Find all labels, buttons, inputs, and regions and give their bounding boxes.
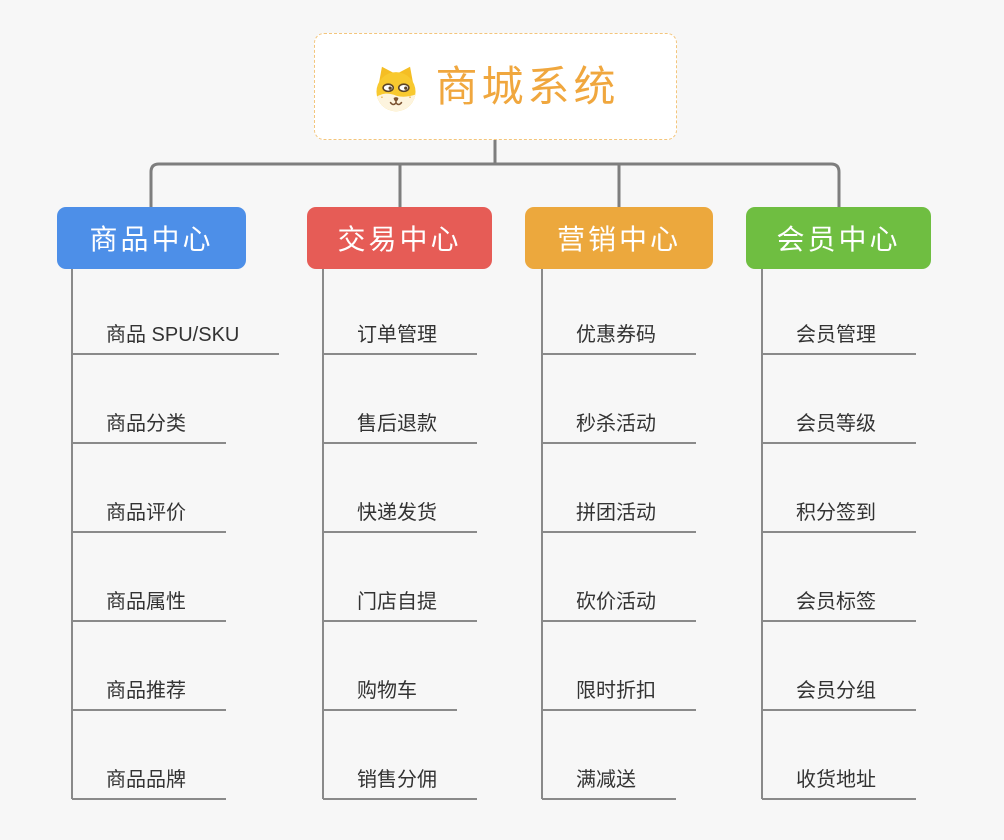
root-node[interactable]: 商城系统 <box>314 33 677 140</box>
leaf-node[interactable]: 收货地址 <box>762 711 916 800</box>
leaf-label: 满减送 <box>576 769 636 791</box>
branch-node-trade-center[interactable]: 交易中心 <box>307 207 492 269</box>
leaf-label: 售后退款 <box>357 413 437 435</box>
leaf-label: 拼团活动 <box>576 502 656 524</box>
leaf-label: 门店自提 <box>357 591 437 613</box>
leaf-label: 秒杀活动 <box>576 413 656 435</box>
leaf-column-product-center: 商品 SPU/SKU 商品分类 商品评价 商品属性 商品推荐 商品品牌 <box>72 266 280 800</box>
leaf-node[interactable]: 门店自提 <box>323 533 477 622</box>
leaf-node[interactable]: 会员等级 <box>762 355 916 444</box>
leaf-column-trade-center: 订单管理 售后退款 快递发货 门店自提 购物车 销售分佣 <box>323 266 477 800</box>
leaf-node[interactable]: 限时折扣 <box>542 622 696 711</box>
root-title: 商城系统 <box>435 62 620 110</box>
branch-node-member-center[interactable]: 会员中心 <box>746 207 931 269</box>
shiba-dog-icon <box>376 66 417 111</box>
leaf-label: 商品评价 <box>106 502 186 524</box>
leaf-node[interactable]: 商品推荐 <box>72 622 226 711</box>
leaf-label: 商品推荐 <box>106 680 186 702</box>
leaf-label: 购物车 <box>357 680 417 702</box>
leaf-node[interactable]: 秒杀活动 <box>542 355 696 444</box>
leaf-label: 会员管理 <box>796 324 876 346</box>
leaf-label: 商品属性 <box>106 591 186 613</box>
leaf-node[interactable]: 销售分佣 <box>323 711 477 800</box>
leaf-node[interactable]: 优惠券码 <box>542 266 696 355</box>
leaf-label: 商品品牌 <box>106 769 186 791</box>
leaf-node[interactable]: 商品属性 <box>72 533 226 622</box>
leaf-label: 销售分佣 <box>357 769 437 791</box>
leaf-label: 限时折扣 <box>576 680 656 702</box>
leaf-node[interactable]: 积分签到 <box>762 444 916 533</box>
leaf-node[interactable]: 会员标签 <box>762 533 916 622</box>
leaf-node[interactable]: 会员分组 <box>762 622 916 711</box>
leaf-label: 快递发货 <box>357 502 437 524</box>
leaf-label: 商品分类 <box>106 413 186 435</box>
leaf-node[interactable]: 订单管理 <box>323 266 477 355</box>
branch-node-marketing-center[interactable]: 营销中心 <box>525 207 713 269</box>
leaf-label: 收货地址 <box>796 769 876 791</box>
leaf-node[interactable]: 拼团活动 <box>542 444 696 533</box>
leaf-node[interactable]: 商品 SPU/SKU <box>72 266 280 355</box>
leaf-column-marketing-center: 优惠券码 秒杀活动 拼团活动 砍价活动 限时折扣 满减送 <box>542 266 696 800</box>
leaf-node[interactable]: 满减送 <box>542 711 676 800</box>
leaf-node[interactable]: 商品品牌 <box>72 711 226 800</box>
leaf-label: 优惠券码 <box>576 324 656 346</box>
leaf-node[interactable]: 快递发货 <box>323 444 477 533</box>
leaf-label: 订单管理 <box>357 324 437 346</box>
leaf-node[interactable]: 售后退款 <box>323 355 477 444</box>
leaf-node[interactable]: 会员管理 <box>762 266 916 355</box>
branch-node-product-center[interactable]: 商品中心 <box>57 207 246 269</box>
leaf-node[interactable]: 商品评价 <box>72 444 226 533</box>
leaf-label: 砍价活动 <box>576 591 656 613</box>
leaf-node[interactable]: 砍价活动 <box>542 533 696 622</box>
leaf-label: 会员分组 <box>796 680 876 702</box>
leaf-label: 积分签到 <box>796 502 876 524</box>
leaf-column-member-center: 会员管理 会员等级 积分签到 会员标签 会员分组 收货地址 <box>762 266 916 800</box>
leaf-label: 会员等级 <box>796 413 876 435</box>
leaf-label: 会员标签 <box>796 591 876 613</box>
leaf-label: 商品 SPU/SKU <box>106 324 240 346</box>
leaf-node[interactable]: 商品分类 <box>72 355 226 444</box>
leaf-node[interactable]: 购物车 <box>323 622 457 711</box>
